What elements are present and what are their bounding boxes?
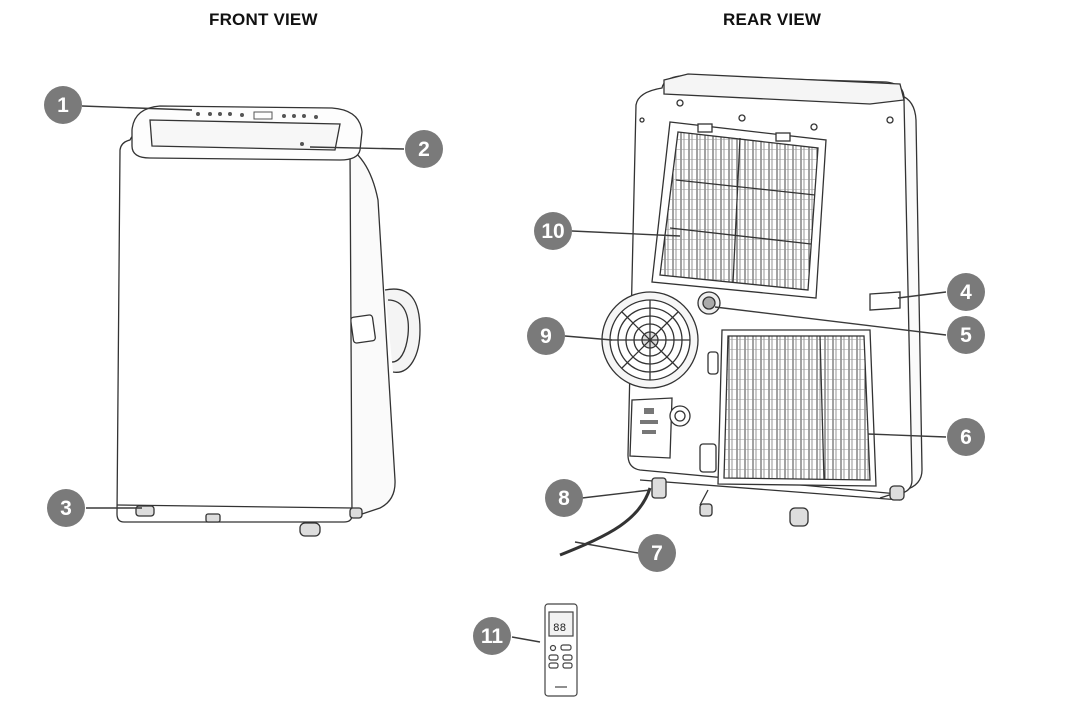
svg-text:4: 4 — [960, 281, 972, 304]
callout-10: 10 — [534, 212, 572, 250]
svg-text:2: 2 — [418, 138, 430, 161]
callout-4: 4 — [947, 273, 985, 311]
callout-8: 8 — [545, 479, 583, 517]
front-unit — [116, 105, 421, 537]
callout-5: 5 — [947, 316, 985, 354]
callout-7: 7 — [638, 534, 676, 572]
svg-text:3: 3 — [60, 497, 72, 520]
callout-3: 3 — [47, 489, 85, 527]
remote-display: 88 — [553, 623, 566, 635]
rear-unit — [559, 73, 923, 557]
callout-2: 2 — [405, 130, 443, 168]
front-view-title: FRONT VIEW — [209, 10, 318, 29]
svg-text:11: 11 — [481, 625, 504, 648]
svg-text:10: 10 — [541, 220, 564, 243]
svg-text:7: 7 — [651, 542, 663, 565]
svg-text:1: 1 — [57, 94, 69, 117]
callout-1: 1 — [44, 86, 82, 124]
callout-11: 11 — [473, 617, 511, 655]
callout-6: 6 — [947, 418, 985, 456]
svg-text:9: 9 — [540, 325, 552, 348]
svg-text:6: 6 — [960, 426, 972, 449]
remote-control: 88 — [544, 603, 578, 697]
svg-text:8: 8 — [558, 487, 570, 510]
rear-view-title: REAR VIEW — [723, 10, 822, 29]
svg-text:5: 5 — [960, 324, 972, 347]
callout-leader-lines — [81, 105, 947, 643]
callout-9: 9 — [527, 317, 565, 355]
